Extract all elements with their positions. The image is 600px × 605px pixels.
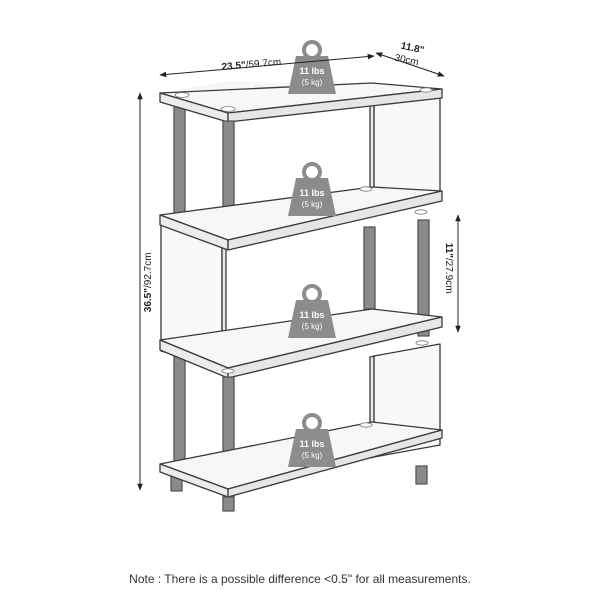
weight-handle-icon: [302, 40, 322, 60]
weight-handle-icon: [302, 162, 322, 182]
weight-lbs: 11 lbs: [299, 66, 324, 76]
weight-lbs: 11 lbs: [299, 439, 324, 449]
height-dimension: 36.5" /92.7cm: [137, 92, 154, 491]
width-arrow: [159, 53, 375, 78]
depth-dimension: 11.8" 30cm: [375, 41, 445, 77]
weight-kg: (5 kg): [302, 322, 323, 331]
weight-badge-third: 11 lbs (5 kg): [288, 284, 336, 338]
width-dimension: 23.5" /59.7cm: [159, 53, 375, 78]
weight-badge-top: 11 lbs (5 kg): [288, 40, 336, 94]
back-pole-left-lower: [173, 354, 186, 468]
weight-handle-icon: [302, 413, 322, 433]
height-cm: /92.7cm: [143, 252, 154, 288]
depth-arrow: [375, 52, 445, 77]
front-foot-right: [415, 465, 428, 485]
width-inches: 23.5": [221, 60, 246, 73]
weight-lbs: 11 lbs: [299, 310, 324, 320]
weight-badge-bottom: 11 lbs (5 kg): [288, 413, 336, 467]
shelf-third: [159, 308, 443, 379]
weight-handle-icon: [302, 284, 322, 304]
depth-cm: 30cm: [393, 53, 419, 69]
front-pole-right-middle: [417, 219, 430, 337]
shelf-gap-cm: /27.9cm: [443, 258, 454, 294]
weight-badge-second: 11 lbs (5 kg): [288, 162, 336, 216]
weight-kg: (5 kg): [302, 78, 323, 87]
shelf-top: [159, 81, 443, 123]
height-inches: 36.5": [143, 288, 154, 312]
weight-kg: (5 kg): [302, 451, 323, 460]
depth-inches: 11.8": [400, 41, 426, 57]
back-pole-left-upper: [173, 99, 186, 217]
weight-icon: [288, 300, 336, 338]
weight-lbs: 11 lbs: [299, 188, 324, 198]
back-pole-right-upper: [363, 226, 376, 310]
shelf-gap-inches: 11": [443, 243, 454, 259]
shelf-gap-dimension: 11" /27.9cm: [443, 214, 461, 333]
weight-kg: (5 kg): [302, 200, 323, 209]
front-foot-left: [222, 496, 235, 512]
weight-icon: [288, 429, 336, 467]
width-cm: /59.7cm: [245, 57, 281, 71]
weight-icon: [288, 178, 336, 216]
measurement-note: Note : There is a possible difference <0…: [129, 572, 471, 586]
